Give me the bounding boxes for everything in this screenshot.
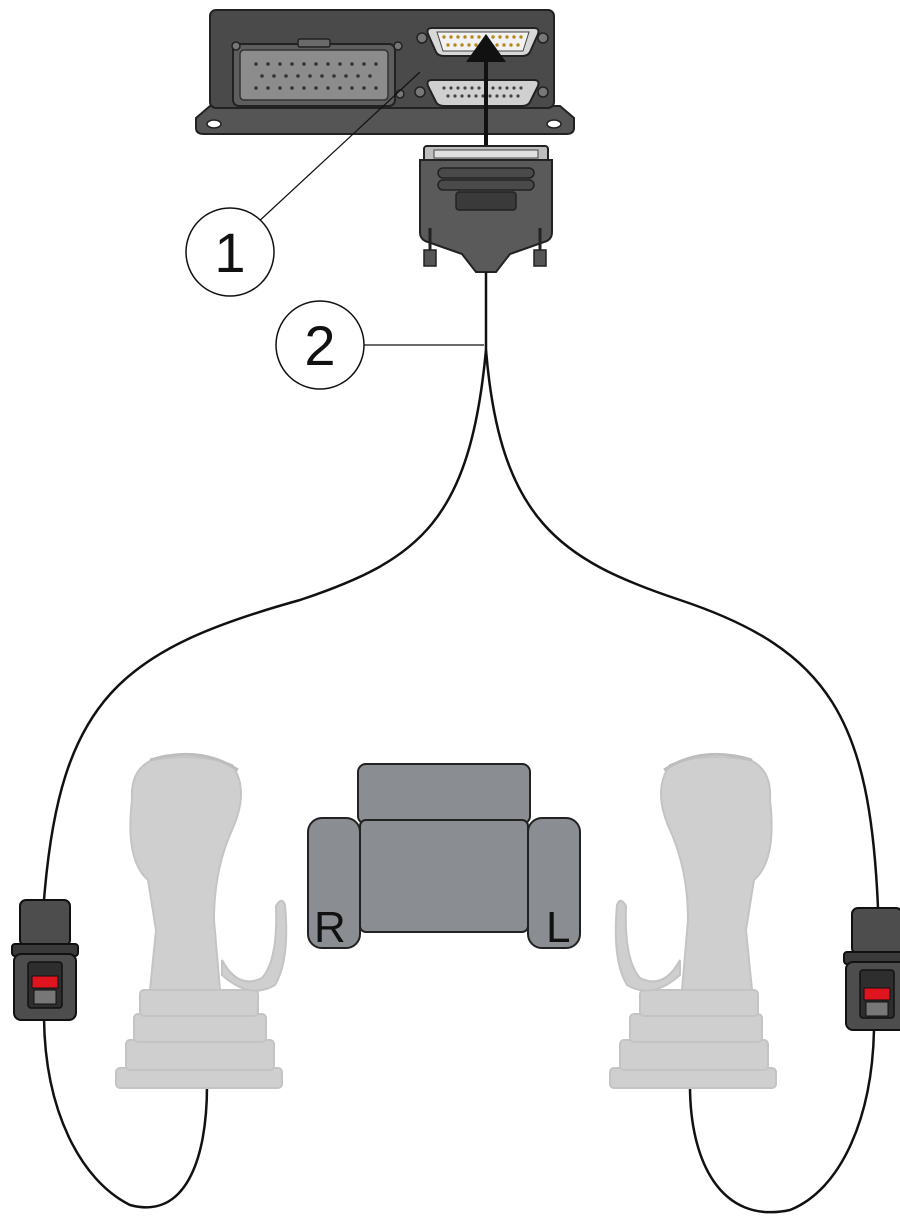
- callout-label: 1: [214, 221, 245, 284]
- seat-icon: R L: [307, 763, 581, 952]
- plug-icon: [843, 907, 900, 1031]
- ecu-module-icon: [195, 9, 575, 135]
- seat-label-left: L: [546, 903, 570, 952]
- callout-2: 2: [275, 300, 484, 390]
- joystick-icon: [115, 752, 288, 1089]
- seat-label-right: R: [314, 903, 346, 952]
- plug-icon: [11, 899, 79, 1021]
- callout-label: 2: [304, 314, 335, 377]
- callout-1: 1: [185, 71, 421, 297]
- harness-cable: [42, 272, 880, 1214]
- db25-connector-icon: [419, 145, 553, 273]
- joystick-icon: [609, 752, 777, 1089]
- arrow-icon: [466, 34, 506, 150]
